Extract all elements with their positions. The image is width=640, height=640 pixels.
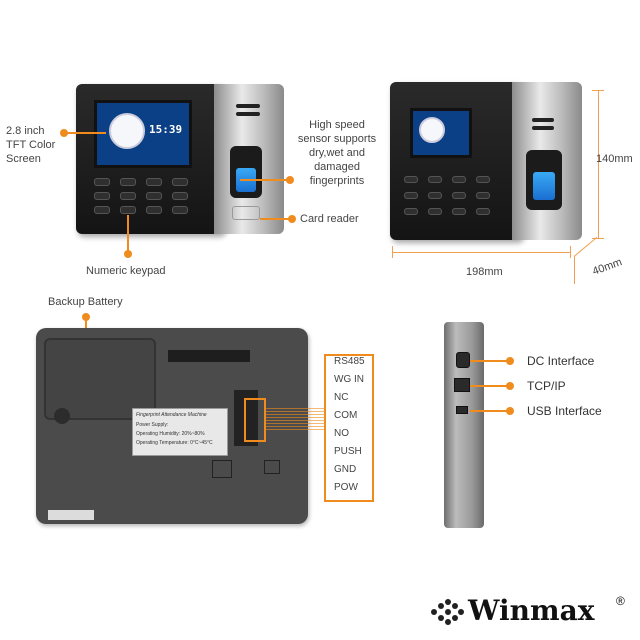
terminal-no: NO xyxy=(334,428,349,439)
clock-face xyxy=(109,113,145,149)
sticker-power: Power Supply: xyxy=(136,422,169,428)
sticker-temp: Operating Temperature: 0°C~45°C xyxy=(136,440,213,446)
device-screen: 15:39 xyxy=(94,100,192,168)
terminal-gnd: GND xyxy=(334,464,357,475)
height-dimension: 140mm xyxy=(596,153,633,165)
sensor-label-line4: damaged xyxy=(314,161,360,173)
terminal-pow: POW xyxy=(334,482,358,493)
keypad-label: Numeric keypad xyxy=(86,265,166,277)
fingerprint-sensor xyxy=(230,146,262,198)
backup-battery-label: Backup Battery xyxy=(48,296,123,308)
sticker-humidity: Operating Humidity: 20%~80% xyxy=(136,431,205,437)
depth-dimension: 40mm xyxy=(590,256,624,278)
brand-reg: ® xyxy=(616,594,625,608)
sensor-label-line2: sensor supports xyxy=(297,133,377,145)
dc-interface-label: DC Interface xyxy=(527,354,595,368)
tcp-ip-label: TCP/IP xyxy=(527,379,566,393)
dc-port xyxy=(456,352,470,368)
spec-sticker: Fingerprint Attendance Machine Power Sup… xyxy=(132,408,228,456)
screen-label-line3: Screen xyxy=(6,153,41,165)
battery-cover xyxy=(44,338,156,420)
brand-logo: Winmax ® xyxy=(430,592,630,632)
usb-interface-label: USB Interface xyxy=(527,404,602,418)
logo-dots-icon xyxy=(430,598,464,626)
screen-time: 15:39 xyxy=(149,123,183,136)
sensor-label-line5: fingerprints xyxy=(309,175,365,187)
brand-name: Winmax xyxy=(468,594,595,627)
tcp-port xyxy=(454,378,470,392)
screen-label-line2: TFT Color xyxy=(6,139,56,151)
sensor-label-line3: dry,wet and xyxy=(308,147,366,159)
usb-port xyxy=(456,406,468,414)
card-reader-label: Card reader xyxy=(300,213,359,225)
width-dimension: 198mm xyxy=(466,266,503,278)
card-reader-area xyxy=(232,206,260,220)
terminal-wg-in: WG IN xyxy=(334,374,364,385)
terminal-nc: NC xyxy=(334,392,349,403)
terminal-rs485: RS485 xyxy=(334,356,365,367)
terminal-list: RS485 WG IN NC COM NO PUSH GND POW xyxy=(334,356,394,500)
screen-label-line1: 2.8 inch xyxy=(6,125,45,137)
terminal-push: PUSH xyxy=(334,446,362,457)
sticker-title: Fingerprint Attendance Machine xyxy=(136,412,207,418)
terminal-highlight xyxy=(244,398,266,442)
terminal-list-box xyxy=(324,354,374,502)
sensor-label-line1: High speed xyxy=(309,119,365,131)
terminal-com: COM xyxy=(334,410,358,421)
side-view xyxy=(444,322,484,528)
